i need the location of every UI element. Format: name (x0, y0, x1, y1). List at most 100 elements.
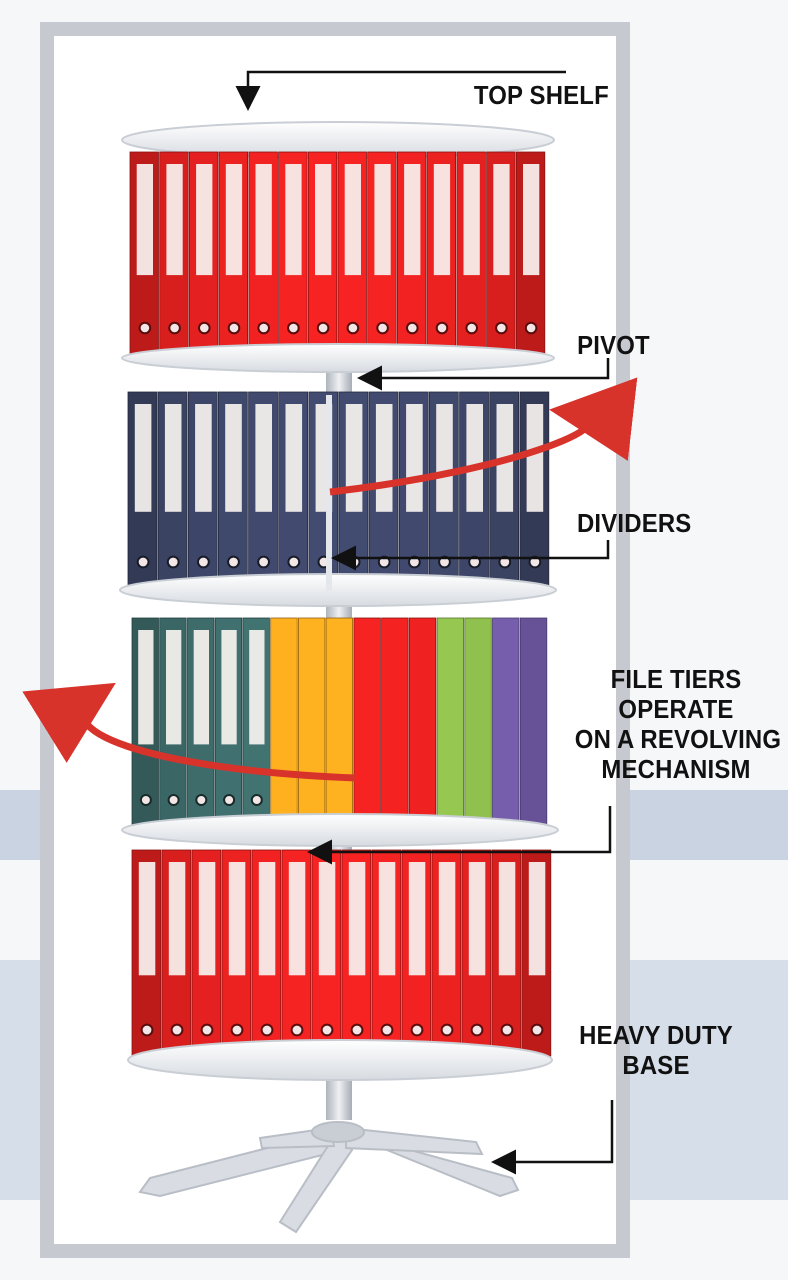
binder-finger-hole (410, 1023, 424, 1037)
binder-label (466, 404, 483, 512)
binder-finger-hole (380, 1023, 394, 1037)
binder-finger-hole (435, 321, 449, 335)
binder-finger-hole (257, 321, 271, 335)
binder-label (136, 164, 153, 276)
binder-label (288, 862, 306, 976)
binder-label (168, 862, 186, 976)
label-base-line2: BASE (622, 1050, 690, 1080)
binder-label (374, 164, 391, 276)
binder-label (528, 862, 546, 976)
binder-label (164, 404, 182, 512)
shelf-disc-3 (121, 813, 559, 847)
binder-label (348, 862, 366, 976)
binder-label (378, 862, 396, 976)
binder-finger-hole (465, 321, 479, 335)
binder-spine (297, 617, 326, 827)
binder-label (225, 164, 243, 276)
tier-3-mixed-binders (131, 617, 548, 827)
binder-finger-hole (168, 321, 181, 335)
pointer-arrow-icon (331, 540, 610, 571)
binder-label (166, 630, 182, 745)
binder-label (198, 862, 216, 976)
binder-finger-hole (320, 1023, 334, 1037)
pointer-arrow-icon (235, 70, 566, 111)
binder-label (196, 164, 213, 276)
binder-label (195, 404, 212, 512)
tier-2-navy-binders (127, 391, 550, 589)
shelf-disc-2 (119, 573, 557, 607)
binder-finger-hole (500, 1023, 514, 1037)
binder-label (463, 164, 480, 276)
label-file-tiers: FILE TIERS OPERATE ON A REVOLVING MECHAN… (566, 664, 788, 784)
binder-label (285, 404, 303, 512)
binder-finger-hole (257, 555, 271, 569)
binder-spine (325, 617, 354, 827)
binder-label (138, 630, 154, 745)
binder-finger-hole (139, 794, 152, 806)
binder-spine (270, 617, 298, 827)
divider-plate (326, 395, 332, 591)
binder-finger-hole (230, 1023, 244, 1037)
curved-rotation-arrow-icon (22, 682, 357, 782)
label-heavy-duty-base: HEAVY DUTY BASE (556, 1020, 776, 1080)
binder-label (318, 862, 336, 976)
label-file-tiers-line3: ON A REVOLVING (574, 724, 782, 754)
pointer-arrow-icon (491, 1100, 614, 1175)
binder-label (221, 630, 237, 745)
binder-label (345, 404, 363, 512)
binder-label (225, 404, 242, 512)
binder-spine (464, 617, 492, 827)
pointer-arrow-icon (307, 806, 612, 865)
binder-spine (353, 617, 381, 827)
binder-label (406, 404, 423, 512)
binder-finger-hole (198, 321, 211, 335)
binder-label (523, 164, 540, 276)
binder-finger-hole (470, 1023, 484, 1037)
binder-label (436, 404, 453, 512)
binder-label (258, 862, 276, 976)
binder-finger-hole (250, 794, 263, 806)
binder-spine (492, 617, 520, 827)
binder-finger-hole (136, 555, 150, 569)
binder-finger-hole (223, 794, 236, 806)
tier-1-red-binders (129, 151, 546, 355)
tier-4-red-binders (131, 849, 552, 1057)
curved-rotation-arrow-icon (329, 377, 638, 496)
binder-label (344, 164, 361, 276)
binder-finger-hole (376, 321, 389, 335)
binder-label (438, 862, 456, 976)
label-dividers: DIVIDERS (576, 508, 692, 538)
binder-label (138, 862, 156, 976)
label-file-tiers-line4: MECHANISM (601, 754, 751, 784)
binder-label (375, 404, 393, 512)
label-top-shelf: TOP SHELF (473, 80, 609, 110)
binder-finger-hole (316, 321, 330, 335)
binder-finger-hole (528, 555, 542, 569)
binder-finger-hole (167, 794, 180, 806)
star-base (138, 1121, 520, 1234)
binder-label (315, 164, 332, 276)
binder-finger-hole (438, 555, 451, 569)
binder-finger-hole (498, 555, 512, 569)
binder-label (193, 630, 209, 745)
binder-finger-hole (346, 321, 360, 335)
binder-finger-hole (406, 321, 419, 335)
binder-label (134, 404, 152, 512)
binder-finger-hole (197, 555, 210, 569)
binder-finger-hole (440, 1023, 454, 1037)
binder-label (404, 164, 421, 276)
binder-finger-hole (200, 1023, 214, 1037)
binder-finger-hole (530, 1023, 544, 1037)
pointer-arrow-icon (357, 358, 610, 391)
label-base-line1: HEAVY DUTY (579, 1020, 733, 1050)
binder-finger-hole (166, 555, 180, 569)
shelf-disc-1 (121, 343, 555, 373)
binder-finger-hole (260, 1023, 274, 1037)
binder-finger-hole (287, 555, 301, 569)
binder-finger-hole (170, 1023, 184, 1037)
binder-label (255, 164, 272, 276)
binder-spine (519, 617, 548, 827)
binder-spine (408, 617, 437, 827)
label-file-tiers-line1: FILE TIERS (610, 664, 742, 694)
